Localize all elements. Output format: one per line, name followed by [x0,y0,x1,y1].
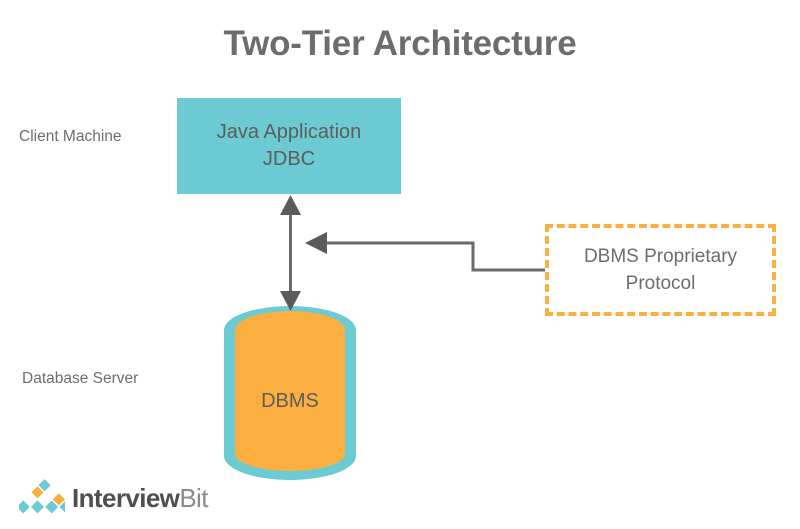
brand-name-primary: Interview [72,483,180,513]
connector-protocol-annotation [305,232,545,272]
connector-client-to-database [280,195,301,311]
database-cylinder-icon [224,306,356,480]
node-java-application-line2: JDBC [262,148,316,170]
node-database-label: DBMS [261,390,319,412]
diamond-grid-icon [19,478,65,516]
page-title: Two-Tier Architecture [223,24,577,63]
brand-wordmark: InterviewBit [72,483,208,513]
node-java-application: Java Application JDBC [177,98,401,194]
brand-logo: InterviewBit [19,477,209,519]
brand-name-secondary: Bit [179,483,208,513]
node-protocol-line1: DBMS Proprietary [583,246,738,267]
tier-label-database-server: Database Server [22,370,139,387]
node-dbms-proprietary-protocol: DBMS Proprietary Protocol [545,224,776,316]
node-java-application-line1: Java Application [216,121,362,143]
tier-label-client-machine: Client Machine [19,128,122,145]
node-database-cylinder [222,306,358,480]
node-protocol-line2: Protocol [625,273,696,294]
